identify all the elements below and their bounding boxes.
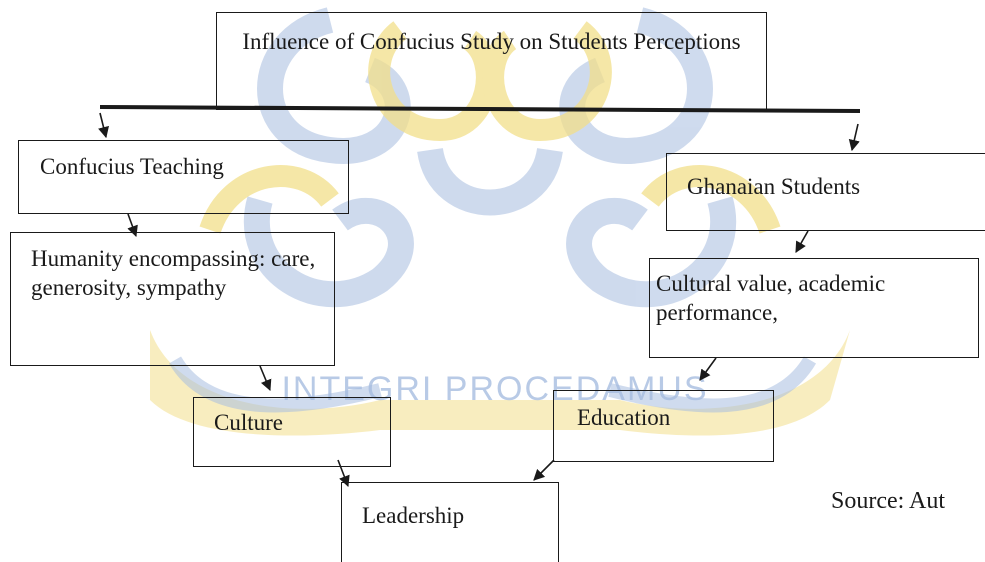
root-label: Influence of Confucius Study on Students… bbox=[242, 29, 741, 54]
confucius-teaching-node: Confucius Teaching bbox=[18, 140, 349, 214]
ghanaian-students-label: Ghanaian Students bbox=[687, 174, 861, 199]
education-node: Education bbox=[553, 390, 774, 462]
education-label: Education bbox=[577, 405, 671, 430]
leadership-label: Leadership bbox=[362, 503, 465, 528]
cultural-value-node: Cultural value, academic performance, bbox=[649, 258, 979, 358]
humanity-node: Humanity encompassing: care, generosity,… bbox=[10, 232, 335, 366]
confucius-teaching-label: Confucius Teaching bbox=[40, 154, 224, 179]
ghanaian-students-node: Ghanaian Students bbox=[666, 153, 985, 231]
source-note: Source: Aut bbox=[831, 488, 945, 514]
watermark-motto: INTEGRI PROCEDAMUS bbox=[281, 370, 708, 408]
root-node: Influence of Confucius Study on Students… bbox=[216, 12, 767, 110]
leadership-node: Leadership bbox=[341, 482, 559, 562]
cultural-value-label: Cultural value, academic performance, bbox=[656, 271, 886, 326]
culture-node: Culture bbox=[193, 397, 391, 467]
humanity-label: Humanity encompassing: care, generosity,… bbox=[31, 246, 316, 301]
culture-label: Culture bbox=[214, 410, 283, 435]
